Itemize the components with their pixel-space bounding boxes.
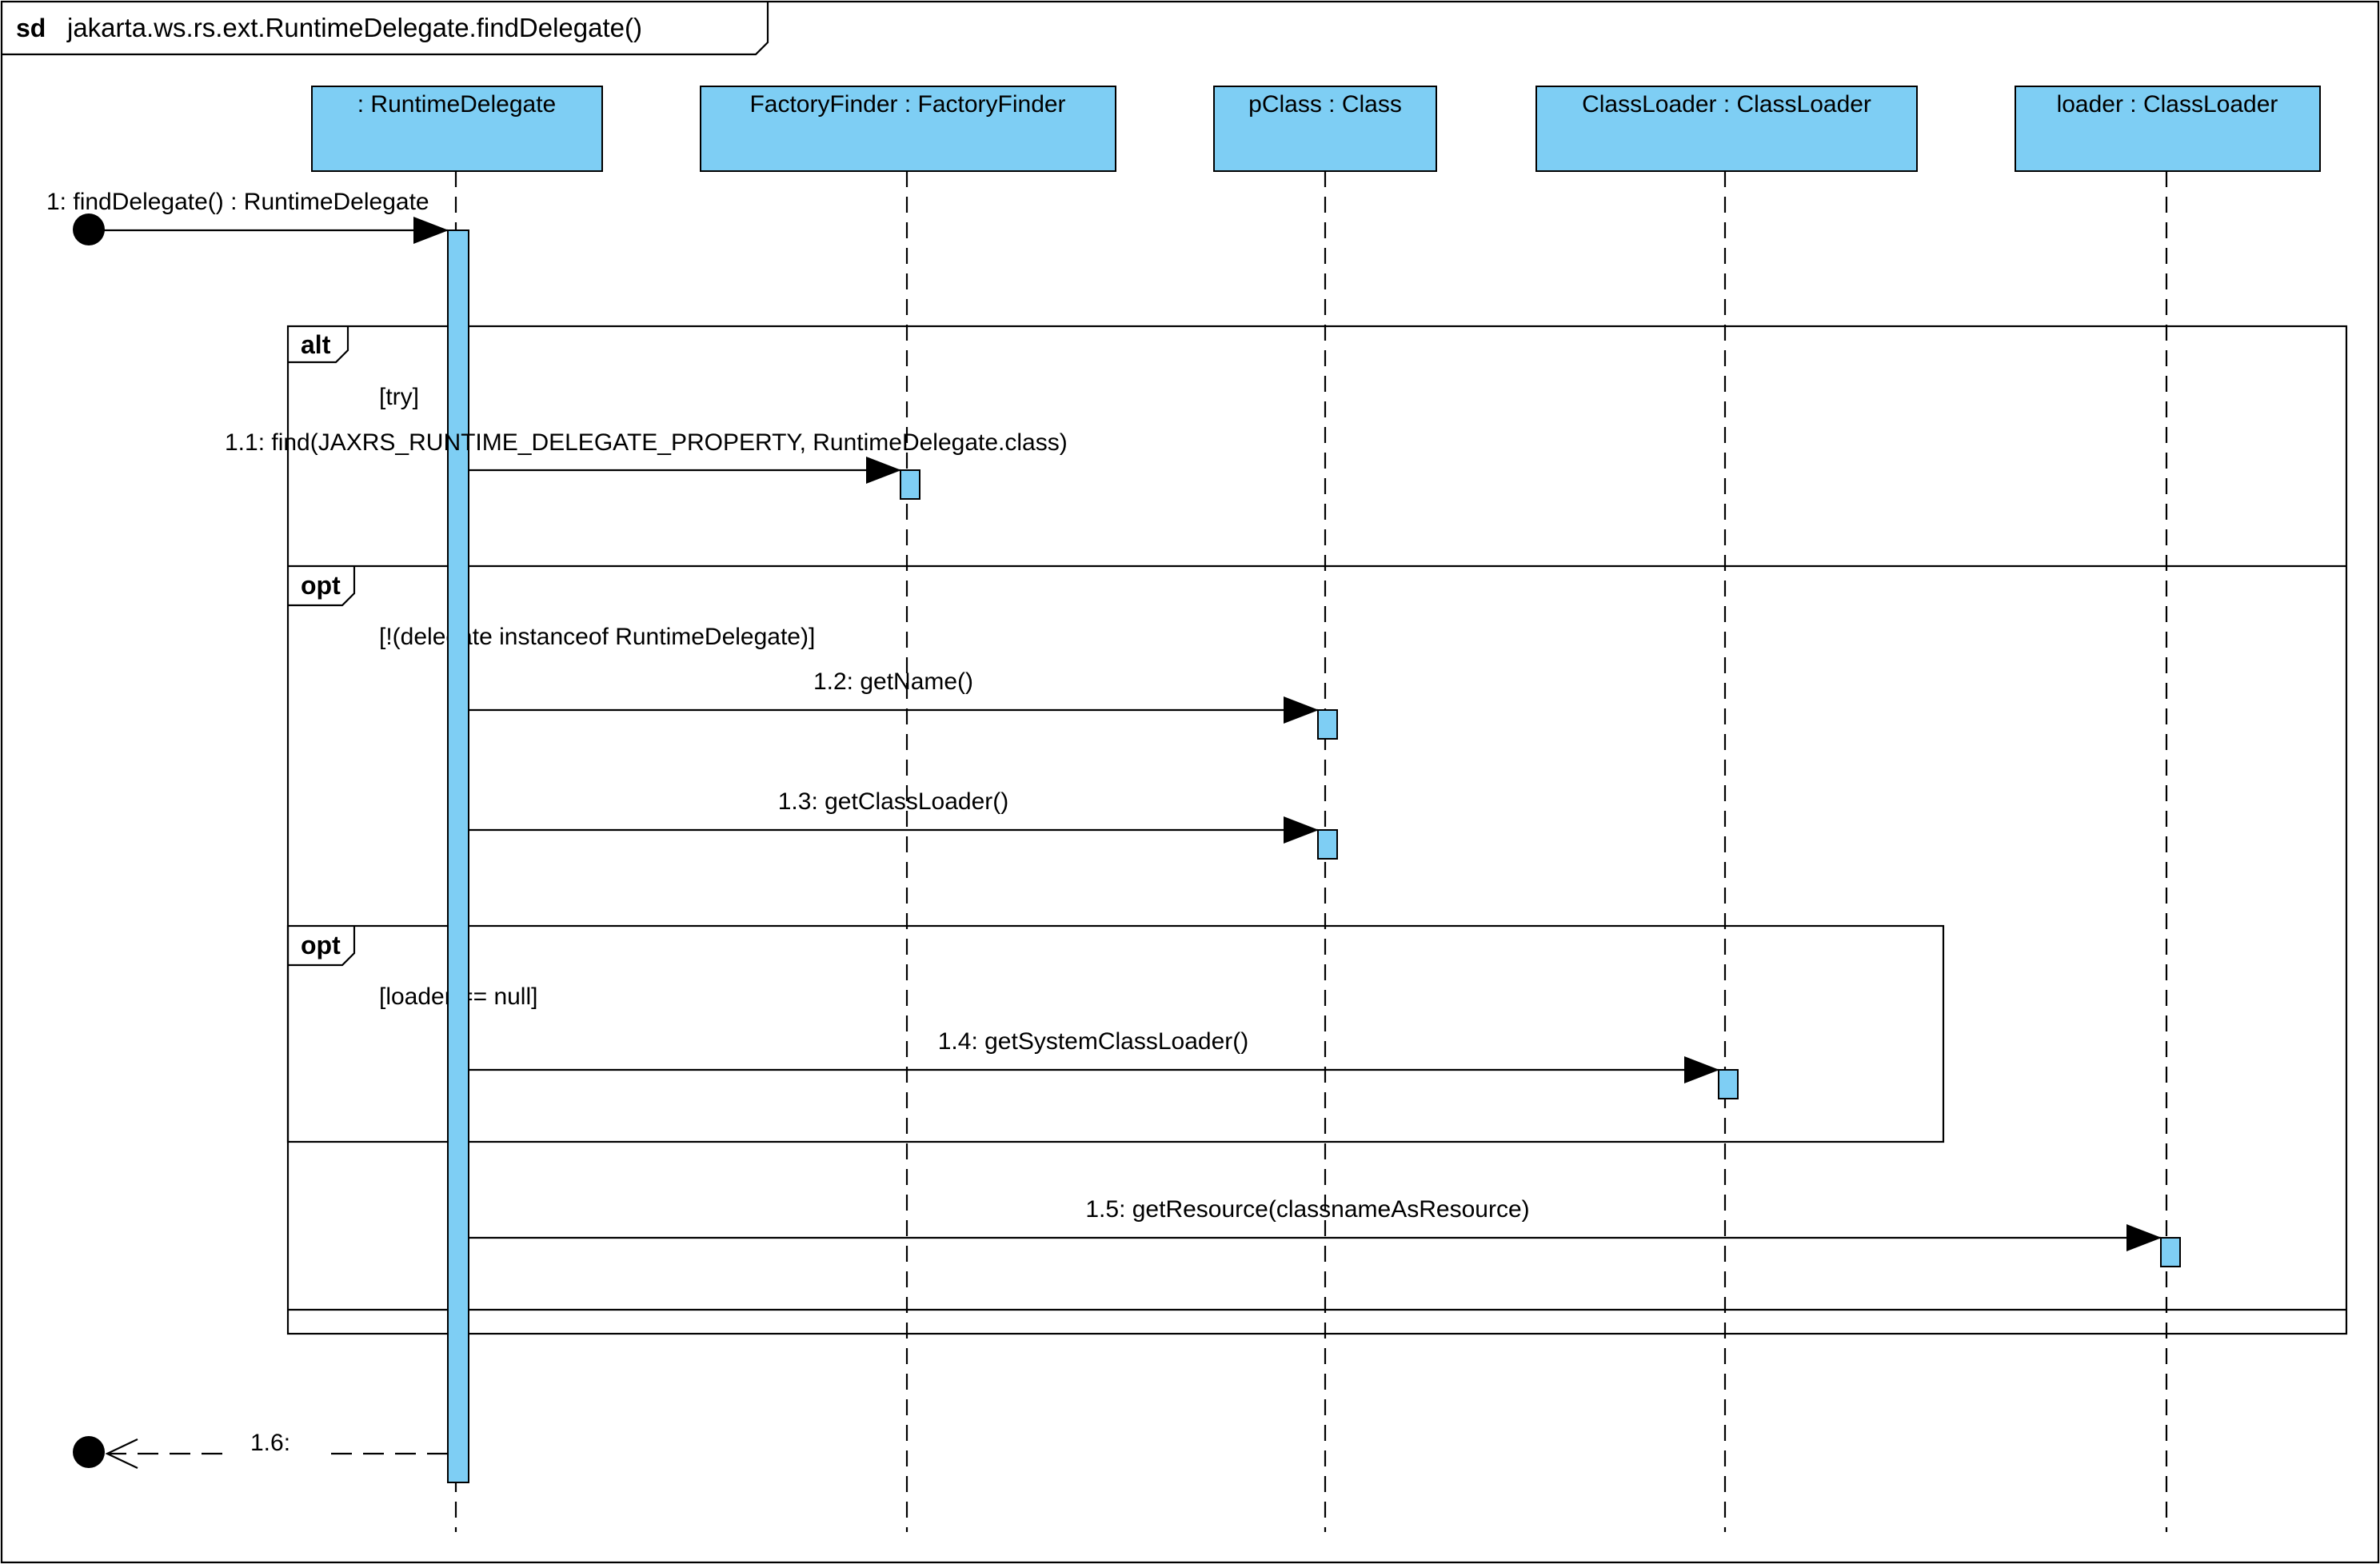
lifeline-head [1535,86,1918,172]
lifeline-head [311,86,603,172]
activation-loader [2160,1237,2181,1267]
lifeline-pclass[interactable]: pClass : Class [1213,86,1437,172]
lifeline-factory-finder[interactable]: FactoryFinder : FactoryFinder [700,86,1116,172]
message-1-5[interactable]: 1.5: getResource(classnameAsResource) [469,1196,2162,1251]
diagram-title: jakarta.ws.rs.ext.RuntimeDelegate.findDe… [66,13,642,42]
message-label: 1.3: getClassLoader() [778,788,1009,815]
lifeline-loader[interactable]: loader : ClassLoader [2015,86,2321,172]
fragment-operator: alt [301,330,331,359]
message-label: 1.4: getSystemClassLoader() [938,1028,1249,1055]
message-1-2[interactable]: 1.2: getName() [469,668,1319,724]
message-label: 1.1: find(JAXRS_RUNTIME_DELEGATE_PROPERT… [225,429,1068,456]
activation-factory-finder [900,469,920,500]
message-1-3[interactable]: 1.3: getClassLoader() [469,788,1319,844]
message-1-4[interactable]: 1.4: getSystemClassLoader() [469,1028,1719,1083]
lifeline-label: FactoryFinder : FactoryFinder [749,91,1065,118]
fragment-operator: opt [301,571,341,600]
message-1-6[interactable]: 1.6: [73,1430,448,1469]
lifeline-head [2015,86,2321,172]
fragment-guard: [try] [379,384,419,410]
sd-keyword: sd [16,14,46,42]
lifeline-head [1213,86,1437,172]
lifeline-runtime-delegate[interactable]: : RuntimeDelegate [311,86,603,172]
lifeline-classloader[interactable]: ClassLoader : ClassLoader [1535,86,1918,172]
fragment-operator: opt [301,931,341,960]
activation-runtime-delegate [447,229,469,1483]
message-1-1[interactable]: 1.1: find(JAXRS_RUNTIME_DELEGATE_PROPERT… [225,429,1068,484]
message-label: 1.5: getResource(classnameAsResource) [1085,1196,1529,1223]
message-label: 1: findDelegate() : RuntimeDelegate [46,189,429,215]
fragment-guard: [!(delegate instanceof RuntimeDelegate)] [379,624,815,650]
message-label: 1.2: getName() [813,668,973,695]
activation-pclass-getclassloader [1317,829,1338,860]
lifeline-head [700,86,1116,172]
fragment-opt-outer: opt [!(delegate instanceof RuntimeDelega… [288,566,815,650]
lost-message-endpoint [73,1436,105,1468]
activation-pclass-getname [1317,709,1338,740]
reply-arrow-head [105,1438,138,1469]
lifeline-label: ClassLoader : ClassLoader [1582,91,1871,118]
activation-classloader [1718,1069,1739,1099]
message-label: 1.6: [250,1430,290,1456]
message-1[interactable]: 1: findDelegate() : RuntimeDelegate [46,189,449,245]
lifeline-label: loader : ClassLoader [2057,91,2278,118]
fragment-alt: alt [try] [286,325,2348,1335]
lifeline-label: : RuntimeDelegate [357,91,556,118]
lifeline-label: pClass : Class [1248,91,1402,118]
